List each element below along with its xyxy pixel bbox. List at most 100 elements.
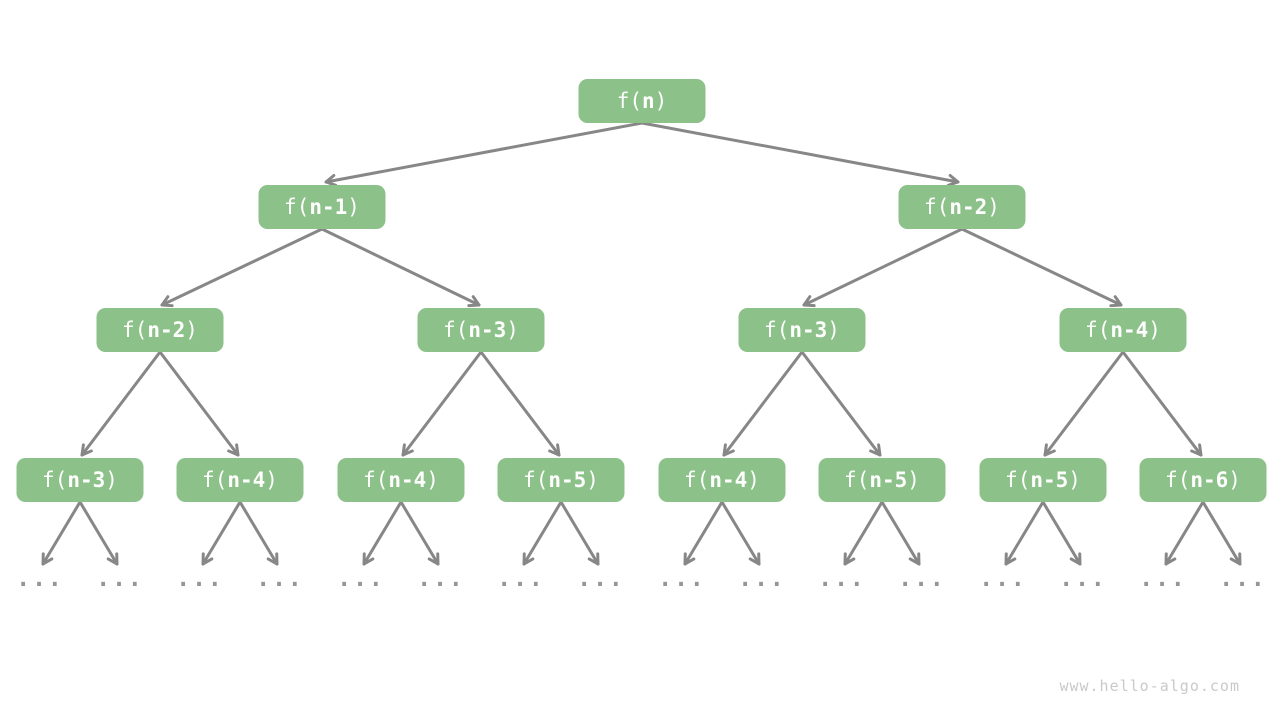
node-text: ) xyxy=(426,467,439,492)
tree-node-l3-0: f(n-3) xyxy=(16,458,144,502)
edge xyxy=(1164,500,1205,566)
node-text: n-3 xyxy=(789,317,828,342)
edge xyxy=(158,350,240,457)
ellipsis: ... xyxy=(16,566,64,592)
node-text: ) xyxy=(907,467,920,492)
edge xyxy=(1201,500,1242,566)
ellipsis: ... xyxy=(497,566,545,592)
tree-node-l3-4: f(n-4) xyxy=(658,458,786,502)
node-text: f( xyxy=(443,317,469,342)
edge xyxy=(401,350,483,457)
node-text: n-3 xyxy=(468,317,507,342)
node-text: ) xyxy=(105,467,118,492)
watermark: www.hello-algo.com xyxy=(1059,677,1240,695)
tree-node-l3-6: f(n-5) xyxy=(979,458,1107,502)
edge xyxy=(880,500,921,566)
node-text: f( xyxy=(844,467,870,492)
ellipsis: ... xyxy=(898,566,946,592)
node-text: f( xyxy=(122,317,148,342)
node-text: f( xyxy=(42,467,68,492)
node-text: n-6 xyxy=(1190,467,1229,492)
ellipsis: ... xyxy=(979,566,1027,592)
edge xyxy=(320,227,481,308)
node-text: ) xyxy=(987,194,1000,219)
node-text: f( xyxy=(616,88,642,113)
edge xyxy=(1004,500,1045,566)
node-text: f( xyxy=(284,194,310,219)
edge xyxy=(479,350,561,457)
ellipsis: ... xyxy=(577,566,625,592)
node-text: n-5 xyxy=(548,467,587,492)
node-text: ) xyxy=(506,317,519,342)
node-text: ) xyxy=(654,88,668,113)
node-text: ) xyxy=(1068,467,1081,492)
ellipsis: ... xyxy=(256,566,304,592)
node-text: n xyxy=(641,88,655,113)
node-text: n-2 xyxy=(147,317,186,342)
ellipsis: ... xyxy=(417,566,465,592)
node-text: f( xyxy=(924,194,950,219)
tree-node-l2-3: f(n-4) xyxy=(1059,308,1187,352)
node-text: n-1 xyxy=(309,194,348,219)
tree-node-root: f(n) xyxy=(578,79,706,123)
tree-node-l3-1: f(n-4) xyxy=(176,458,304,502)
ellipsis: ... xyxy=(658,566,706,592)
edge xyxy=(238,500,279,566)
tree-node-l3-3: f(n-5) xyxy=(497,458,625,502)
tree-node-l3-7: f(n-6) xyxy=(1139,458,1267,502)
node-text: ) xyxy=(586,467,599,492)
edge xyxy=(1121,350,1203,457)
node-text: n-5 xyxy=(1030,467,1069,492)
edge xyxy=(1041,500,1082,566)
node-text: f( xyxy=(764,317,790,342)
tree-edges xyxy=(41,121,1242,566)
ellipsis: ... xyxy=(1059,566,1107,592)
edge xyxy=(1043,350,1125,457)
ellipsis: ... xyxy=(337,566,385,592)
edge xyxy=(960,227,1123,308)
ellipsis: ... xyxy=(738,566,786,592)
edge xyxy=(800,350,882,457)
edge xyxy=(522,500,563,566)
tree-node-l2-1: f(n-3) xyxy=(417,308,545,352)
node-text: n-3 xyxy=(67,467,106,492)
node-text: ) xyxy=(1148,317,1161,342)
node-text: f( xyxy=(363,467,389,492)
edge xyxy=(80,350,162,457)
node-text: f( xyxy=(202,467,228,492)
node-text: f( xyxy=(684,467,710,492)
node-text: n-4 xyxy=(227,467,266,492)
tree-node-l1-0: f(n-1) xyxy=(258,185,386,229)
edge xyxy=(362,500,403,566)
node-text: n-2 xyxy=(949,194,988,219)
edge xyxy=(720,500,761,566)
edge xyxy=(324,121,644,187)
edge xyxy=(802,227,964,308)
ellipsis: ... xyxy=(1219,566,1267,592)
node-text: n-5 xyxy=(869,467,908,492)
ellipsis: ... xyxy=(1139,566,1187,592)
node-text: ) xyxy=(1228,467,1241,492)
node-text: f( xyxy=(1005,467,1031,492)
node-text: f( xyxy=(523,467,549,492)
tree-node-l2-0: f(n-2) xyxy=(96,308,224,352)
node-text: ) xyxy=(265,467,278,492)
node-text: n-4 xyxy=(1110,317,1149,342)
ellipsis: ... xyxy=(818,566,866,592)
node-text: ) xyxy=(185,317,198,342)
edge xyxy=(683,500,724,566)
node-text: ) xyxy=(347,194,360,219)
ellipsis: ... xyxy=(176,566,224,592)
edge xyxy=(160,227,324,308)
edge xyxy=(722,350,804,457)
edge xyxy=(41,500,82,566)
tree-node-l3-5: f(n-5) xyxy=(818,458,946,502)
edge xyxy=(399,500,440,566)
ellipsis: ... xyxy=(96,566,144,592)
node-text: ) xyxy=(747,467,760,492)
tree-node-l1-1: f(n-2) xyxy=(898,185,1026,229)
node-text: f( xyxy=(1085,317,1111,342)
node-text: n-4 xyxy=(709,467,748,492)
